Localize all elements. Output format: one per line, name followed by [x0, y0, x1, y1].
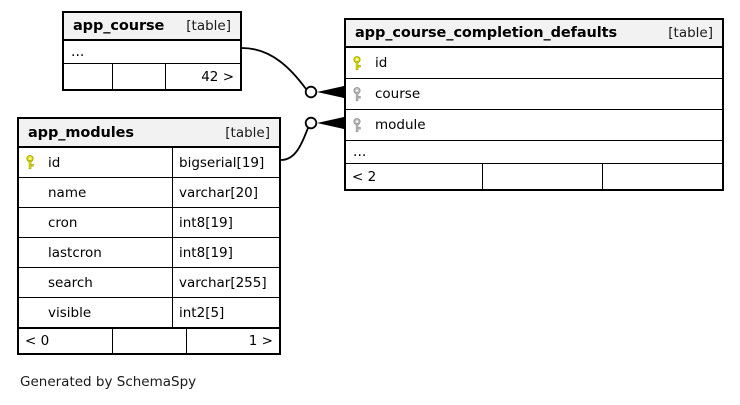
column-name: lastcron	[48, 244, 102, 261]
table-row[interactable]: search varchar[255]	[19, 268, 279, 298]
foreign-key-icon	[353, 86, 375, 102]
table-row[interactable]: visible int2[5]	[19, 298, 279, 328]
crows-foot-many-marker	[317, 86, 344, 98]
relationship-app-modules-to-module	[280, 116, 345, 161]
table-row[interactable]: name varchar[20]	[19, 178, 279, 208]
footer-cell-middle	[112, 329, 186, 353]
footer-cell-left	[64, 64, 112, 89]
table-app-modules[interactable]: app_modules [table] id bigserial[19]	[17, 117, 281, 355]
table-title: app_course	[73, 18, 165, 34]
table-footer-app-modules: < 0 1 >	[19, 328, 279, 353]
column-cell-name: course	[346, 79, 722, 109]
column-cell-name: id	[19, 148, 172, 177]
table-row[interactable]: lastcron int8[19]	[19, 238, 279, 268]
foreign-key-icon	[353, 117, 375, 133]
column-cell-name: id	[346, 48, 722, 78]
column-type: int8[19]	[172, 238, 279, 267]
table-title: app_modules	[28, 124, 134, 141]
table-app-course[interactable]: app_course [table] ... 42 >	[62, 11, 242, 91]
table-kind-label: [table]	[668, 25, 713, 41]
table-row[interactable]: id bigserial[19]	[19, 148, 279, 178]
crows-foot-zero-marker	[304, 116, 318, 130]
table-footer-app-course-completion-defaults: < 2	[346, 164, 722, 189]
column-type: varchar[20]	[172, 178, 279, 207]
relationship-app-course-to-course	[241, 47, 345, 99]
column-name: cron	[48, 214, 78, 231]
column-type: int8[19]	[172, 208, 279, 237]
column-name: search	[48, 274, 93, 291]
footer-cell-middle	[112, 64, 165, 89]
footer-credit: Generated by SchemaSpy	[20, 374, 197, 390]
table-row[interactable]: module	[346, 110, 722, 141]
table-row-ellipsis: ...	[346, 141, 722, 164]
column-cell-name: lastcron	[19, 238, 172, 267]
table-row[interactable]: cron int8[19]	[19, 208, 279, 238]
crows-foot-zero-marker	[304, 85, 318, 99]
column-type: varchar[255]	[172, 268, 279, 297]
table-row[interactable]: id	[346, 48, 722, 79]
crows-foot-many-marker	[317, 117, 344, 129]
column-name: id	[48, 154, 61, 171]
table-kind-label: [table]	[186, 18, 231, 34]
column-type: int2[5]	[172, 298, 279, 327]
table-title: app_course_completion_defaults	[355, 25, 617, 41]
primary-key-icon	[353, 55, 375, 71]
table-header-app-course: app_course [table]	[64, 13, 240, 41]
table-row[interactable]: course	[346, 79, 722, 110]
table-row-ellipsis: ...	[64, 41, 240, 64]
footer-cell-right	[602, 164, 722, 189]
table-footer-app-course: 42 >	[64, 64, 240, 89]
footer-cell-right: 42 >	[165, 64, 240, 89]
table-kind-label: [table]	[225, 124, 270, 141]
column-cell-name: search	[19, 268, 172, 297]
footer-cell-middle	[482, 164, 602, 189]
column-name: course	[375, 86, 421, 102]
column-cell-name: cron	[19, 208, 172, 237]
column-name: name	[48, 184, 87, 201]
primary-key-icon	[26, 155, 48, 170]
column-name: module	[375, 117, 426, 133]
table-header-app-course-completion-defaults: app_course_completion_defaults [table]	[346, 20, 722, 48]
column-type: bigserial[19]	[172, 148, 279, 177]
column-cell-name: visible	[19, 298, 172, 327]
table-app-course-completion-defaults[interactable]: app_course_completion_defaults [table] i…	[344, 18, 724, 191]
footer-cell-left: < 2	[352, 168, 377, 185]
column-cell-name: name	[19, 178, 172, 207]
column-name: id	[375, 55, 388, 71]
table-header-app-modules: app_modules [table]	[19, 119, 279, 148]
footer-cell-right: 1 >	[186, 329, 279, 353]
footer-cell-left: < 0	[25, 333, 50, 349]
column-name: visible	[48, 304, 92, 321]
column-cell-name: module	[346, 110, 722, 140]
